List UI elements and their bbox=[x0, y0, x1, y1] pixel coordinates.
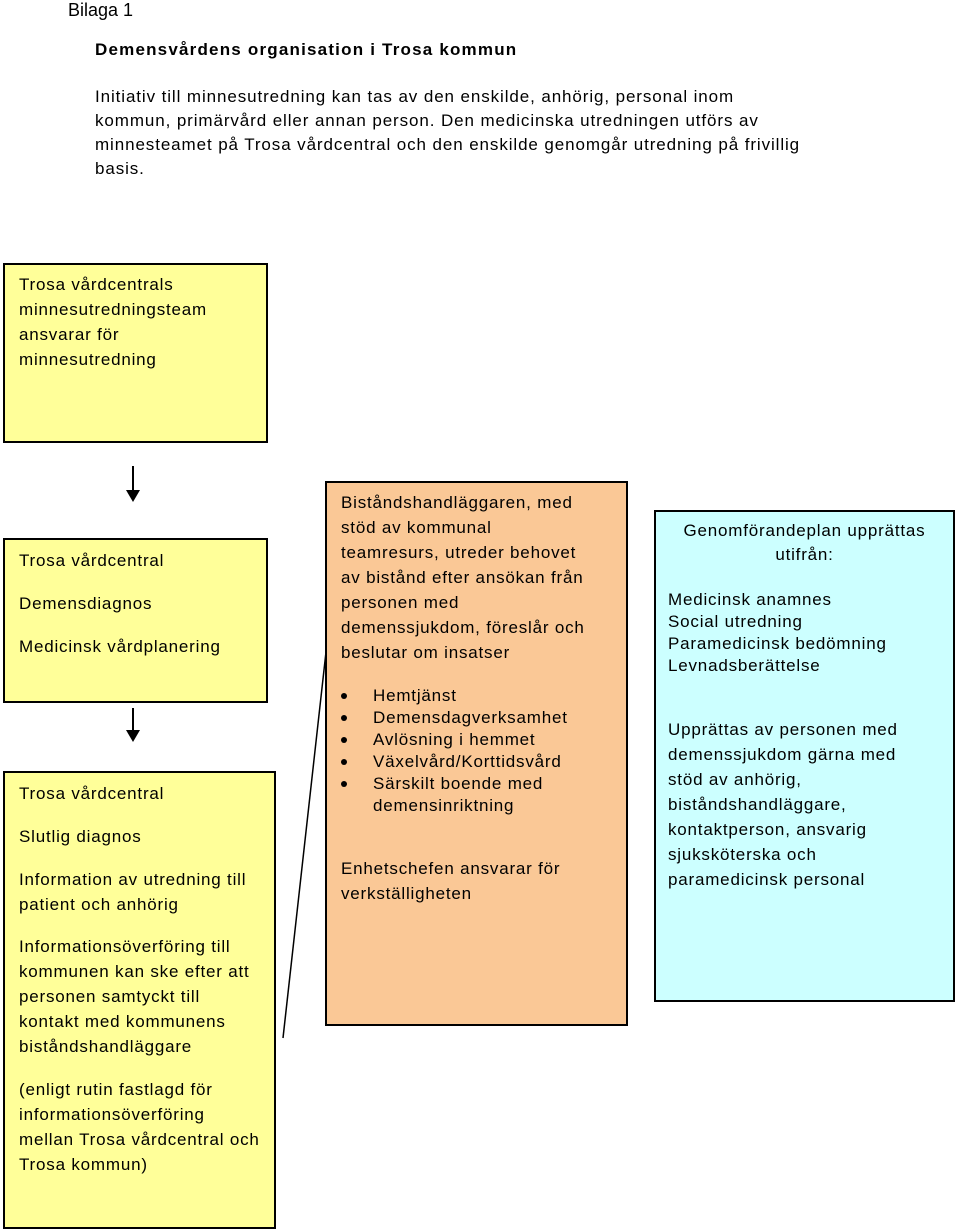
box-line: patient och anhörig bbox=[19, 895, 179, 914]
list-item: Levnadsberättelse bbox=[668, 656, 821, 675]
box-line: Enhetschefen ansvarar för bbox=[341, 859, 561, 878]
list-item: Medicinsk anamnes bbox=[668, 590, 832, 609]
intro-line: kommun, primärvård eller annan person. D… bbox=[95, 111, 759, 130]
box-line: kommunen kan ske efter att bbox=[19, 962, 250, 981]
box-line: biståndshandläggare, bbox=[668, 795, 847, 814]
service-list: Hemtjänst Demensdagverksamhet Avlösning … bbox=[327, 685, 617, 817]
list-item: Hemtjänst bbox=[327, 685, 617, 707]
diagnosis-box: Trosa vårdcentral Demensdiagnos Medicins… bbox=[3, 538, 268, 703]
box-line: kontaktperson, ansvarig bbox=[668, 820, 867, 839]
box-line: av bistånd efter ansökan från bbox=[341, 568, 584, 587]
box-line: utifrån: bbox=[775, 545, 834, 564]
box-line: teamresurs, utreder behovet bbox=[341, 543, 577, 562]
box-line: Trosa kommun) bbox=[19, 1155, 148, 1174]
box-line: demenssjukdom gärna med bbox=[668, 745, 897, 764]
list-item: Demensdagverksamhet bbox=[327, 707, 617, 729]
box-line: demenssjukdom, föreslår och bbox=[341, 618, 585, 637]
intro-line: Initiativ till minnesutredning kan tas a… bbox=[95, 87, 735, 106]
intro-line: basis. bbox=[95, 159, 145, 178]
intro-paragraph: Initiativ till minnesutredning kan tas a… bbox=[95, 85, 885, 181]
box-line: (enligt rutin fastlagd för bbox=[19, 1080, 213, 1099]
box-line: Upprättas av personen med bbox=[668, 720, 898, 739]
box-line: stöd av anhörig, bbox=[668, 770, 802, 789]
box-line: kontakt med kommunens bbox=[19, 1012, 226, 1031]
box-line: personen samtyckt till bbox=[19, 987, 201, 1006]
list-item: Växelvård/Korttidsvård bbox=[327, 751, 617, 773]
box-line: Slutlig diagnos bbox=[19, 827, 142, 846]
intro-line: minnesteamet på Trosa vårdcentral och de… bbox=[95, 135, 801, 154]
box-line: Trosa vårdcentral bbox=[19, 784, 165, 803]
box-line: personen med bbox=[341, 593, 460, 612]
list-item: Paramedicinsk bedömning bbox=[668, 634, 887, 653]
box-line: stöd av kommunal bbox=[341, 518, 492, 537]
box-line: sjuksköterska och bbox=[668, 845, 817, 864]
list-item: Social utredning bbox=[668, 612, 803, 631]
box-line: informationsöverföring bbox=[19, 1105, 205, 1124]
care-manager-box: Biståndshandläggaren, med stöd av kommun… bbox=[325, 481, 628, 1026]
final-diagnosis-box: Trosa vårdcentral Slutlig diagnos Inform… bbox=[3, 771, 276, 1229]
box-line: verkställigheten bbox=[341, 884, 472, 903]
list-item: Avlösning i hemmet bbox=[327, 729, 617, 751]
box-line: Trosa vårdcentrals bbox=[19, 275, 174, 294]
implementation-plan-box: Genomförandeplan upprättas utifrån: Medi… bbox=[654, 510, 955, 1002]
list-item: Särskilt boende med demensinriktning bbox=[327, 773, 548, 817]
document-label: Bilaga 1 bbox=[68, 0, 134, 20]
box-line: Demensdiagnos bbox=[19, 594, 153, 613]
box-line: mellan Trosa vårdcentral och bbox=[19, 1130, 260, 1149]
box-line: biståndshandläggare bbox=[19, 1037, 193, 1056]
box-line: ansvarar för bbox=[19, 325, 120, 344]
box-line: minnesutredningsteam bbox=[19, 300, 207, 319]
memory-assessment-team-box: Trosa vårdcentrals minnesutredningsteam … bbox=[3, 263, 268, 443]
box-line: Informationsöverföring till bbox=[19, 937, 231, 956]
box-line: beslutar om insatser bbox=[341, 643, 511, 662]
flow-arrow-down bbox=[126, 466, 140, 502]
page-title: Demensvårdens organisation i Trosa kommu… bbox=[95, 40, 518, 59]
flow-arrow-down bbox=[126, 708, 140, 744]
box-line: Information av utredning till bbox=[19, 870, 247, 889]
box-line: minnesutredning bbox=[19, 350, 157, 369]
box-line: Biståndshandläggaren, med bbox=[341, 493, 573, 512]
box-line: Trosa vårdcentral bbox=[19, 551, 165, 570]
box-line: paramedicinsk personal bbox=[668, 870, 866, 889]
box-line: Genomförandeplan upprättas bbox=[683, 521, 926, 540]
box-line: Medicinsk vårdplanering bbox=[19, 637, 221, 656]
